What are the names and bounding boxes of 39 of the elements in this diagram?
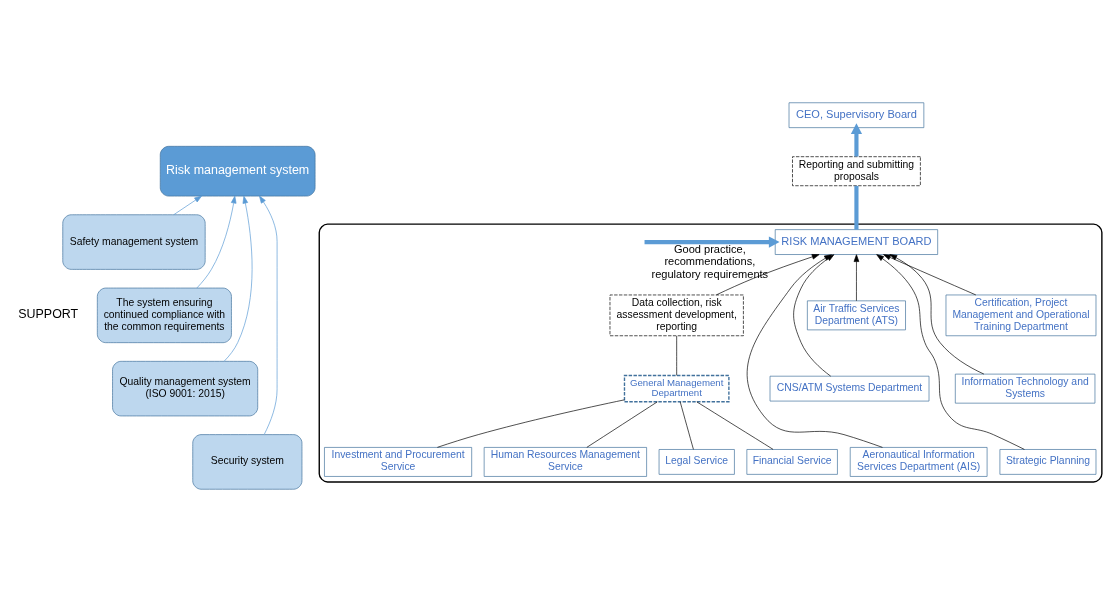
node-box: General Management Department — [623, 374, 730, 402]
node-box: Data collection, risk assessment development, reporting — [609, 294, 744, 336]
connector — [586, 401, 658, 448]
node-box: CEO, Supervisory Board — [788, 101, 925, 128]
node-box: Safety management system — [62, 213, 206, 270]
node-box: CNS/ATM Systems Department — [769, 375, 930, 401]
node-box: Quality management system (ISO 9001: 2015) — [112, 360, 259, 416]
node-box: Human Resources Management Service — [483, 446, 647, 477]
node-box: Strategic Planning — [999, 448, 1097, 475]
connector — [679, 401, 694, 450]
connector — [696, 401, 774, 450]
connector — [854, 185, 859, 230]
arrow — [850, 122, 863, 156]
node-box: Security system — [192, 433, 303, 490]
node-box: Risk management system — [159, 145, 316, 196]
arrow — [883, 253, 977, 295]
node-box: The system ensuring continued compliance with the common requirements — [97, 287, 232, 343]
node-box: Certification, Project Management and Operational Training Department — [945, 294, 1097, 336]
label: SUPPORT — [18, 306, 79, 321]
node-box: Aeronautical Information Services Department (AIS) — [849, 446, 988, 477]
edge-label: Good practice, recommendations, regulatory requirements — [651, 242, 769, 280]
node-box: Air Traffic Services Department (ATS) — [807, 300, 906, 330]
node-box: Investment and Procurement Service — [324, 446, 473, 477]
cluster — [318, 222, 1103, 483]
arrow — [259, 195, 278, 435]
arrow — [716, 253, 820, 295]
node-box: Reporting and submitting proposals — [792, 155, 921, 186]
connector — [437, 399, 625, 448]
arrow — [644, 235, 780, 248]
node-box: Financial Service — [746, 448, 838, 475]
node-box: Information Technology and Systems — [954, 373, 1096, 403]
arrow — [196, 195, 237, 288]
arrow — [853, 253, 860, 301]
arrow — [889, 253, 985, 374]
arrow — [876, 253, 1025, 450]
node-box: Legal Service — [658, 448, 735, 475]
arrow — [223, 195, 253, 362]
arrow — [173, 195, 202, 215]
node-box: RISK MANAGEMENT BOARD — [774, 228, 938, 255]
